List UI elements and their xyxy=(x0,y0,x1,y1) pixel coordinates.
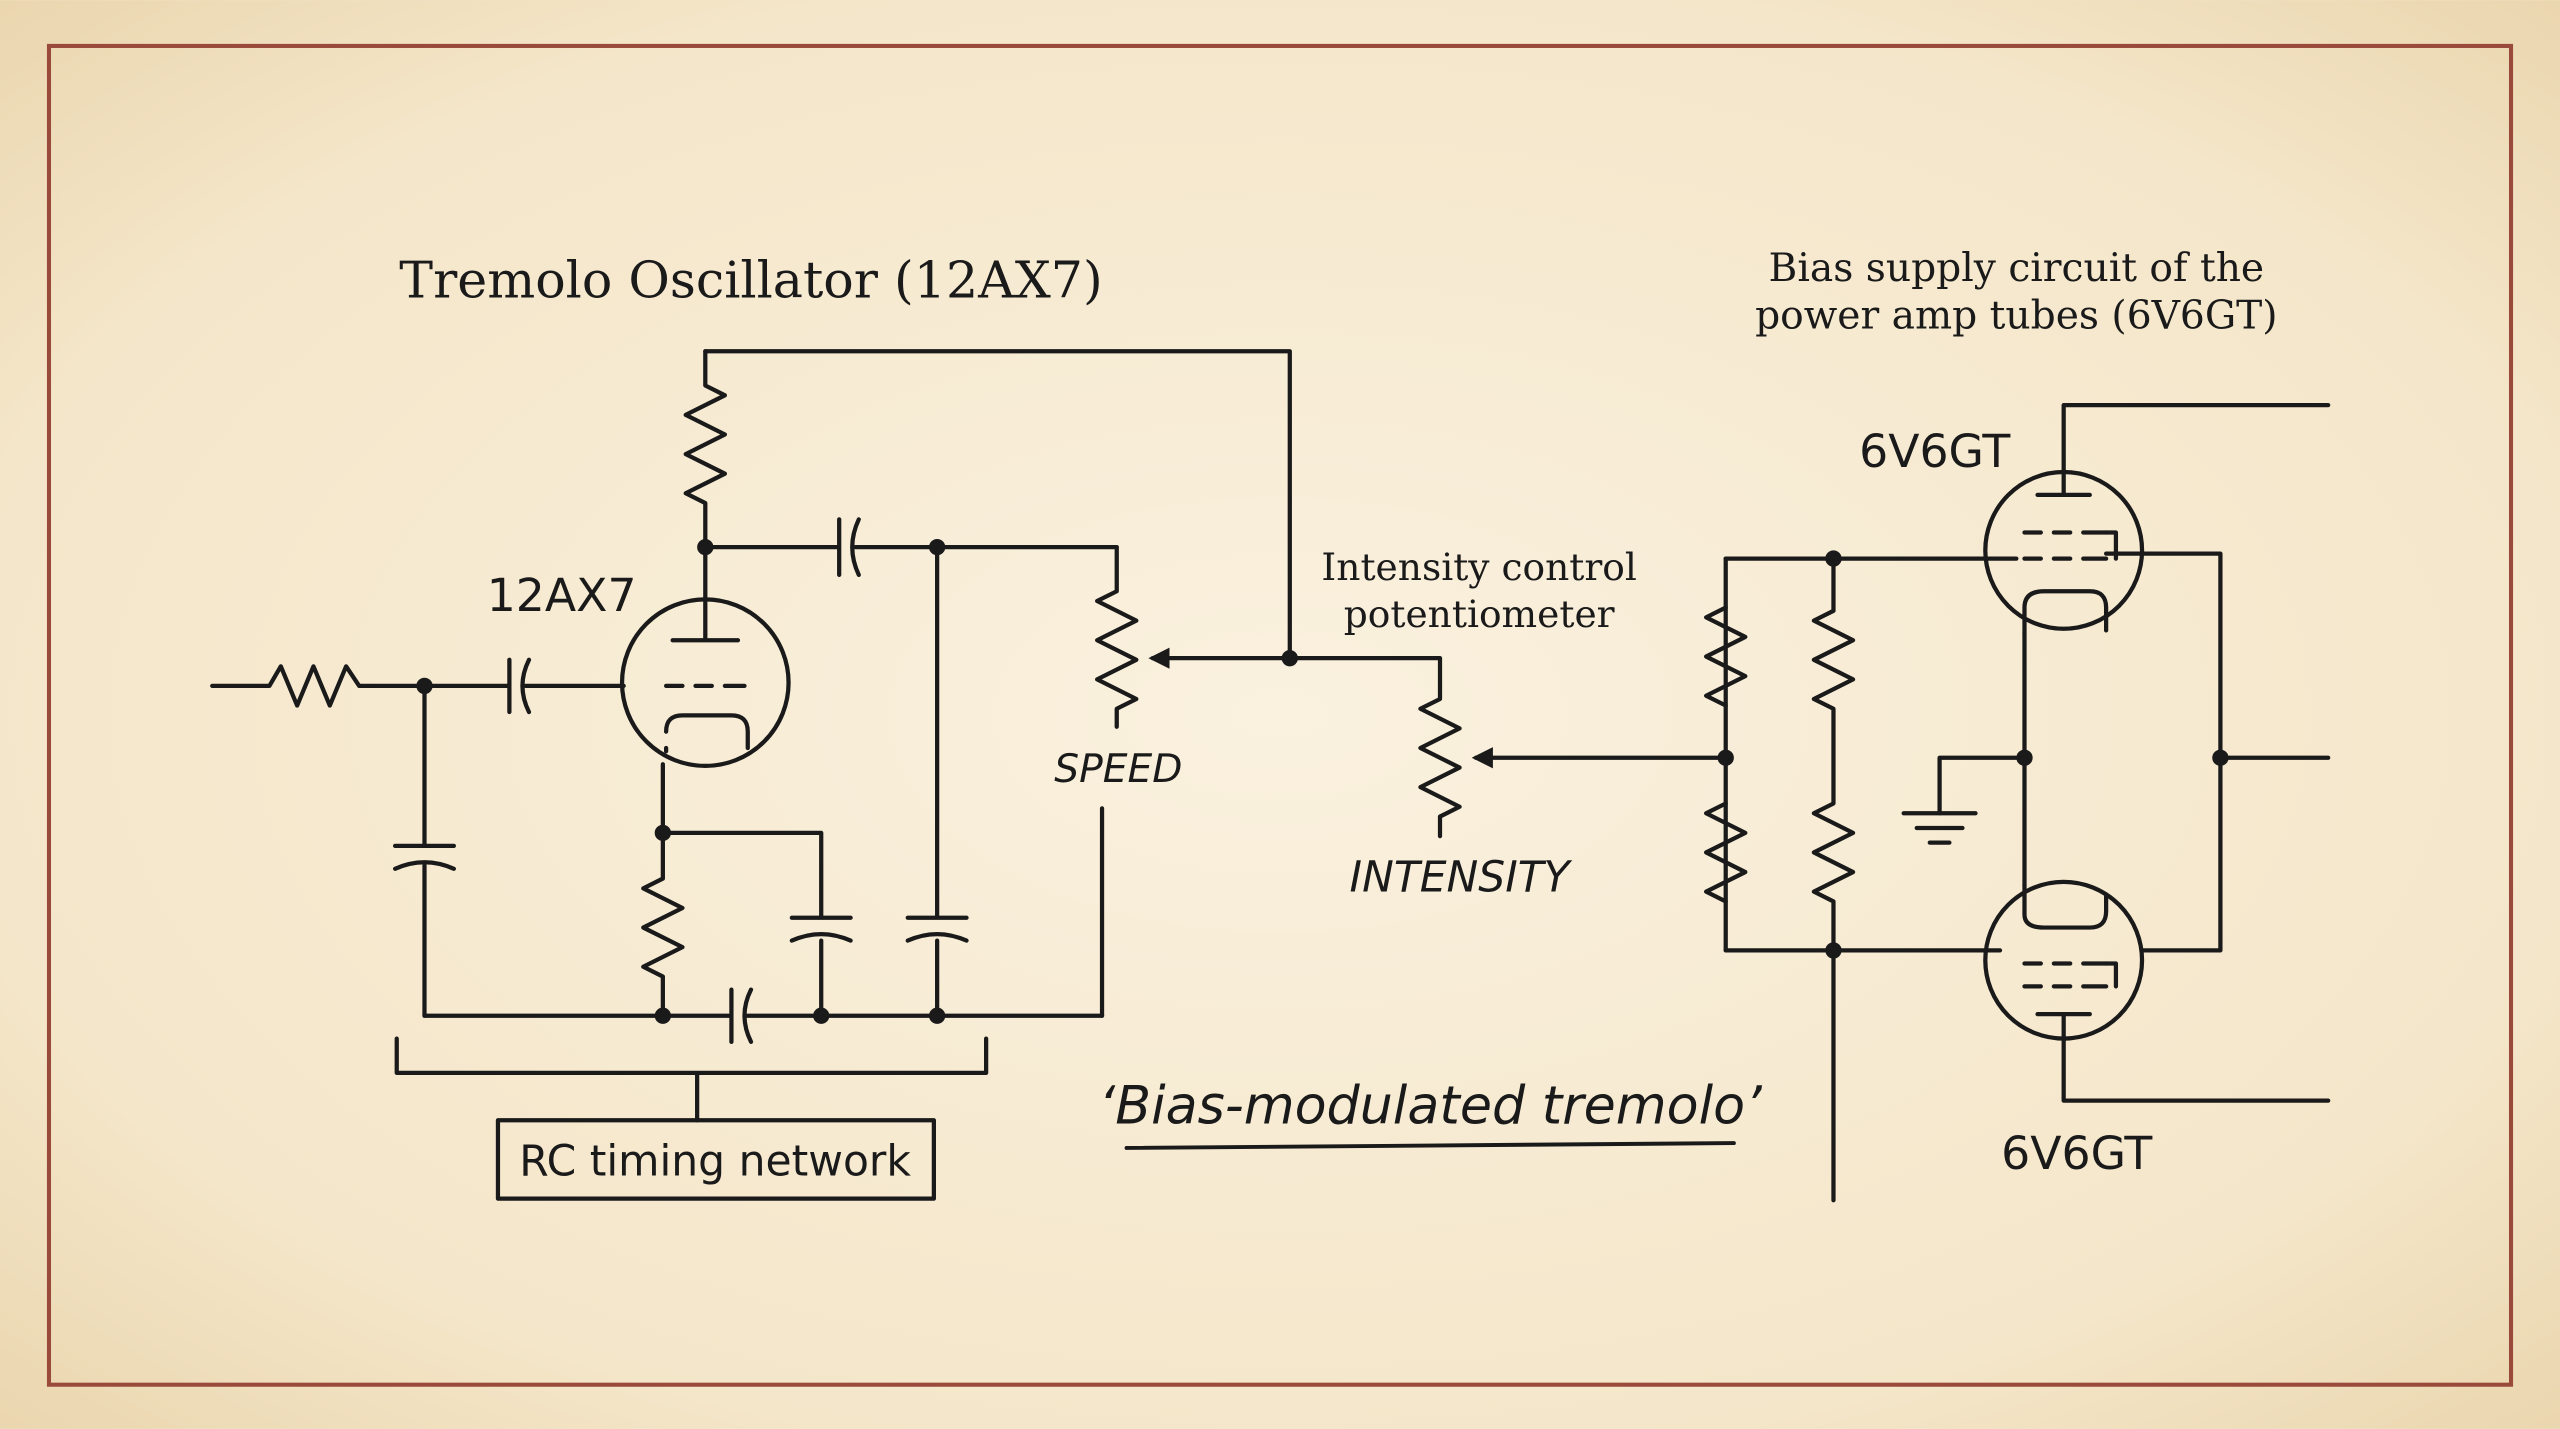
timing-capacitor-left xyxy=(392,683,456,1018)
tube-6v6gt-bottom-plate xyxy=(2035,1011,2331,1103)
tube-6v6gt-bottom-label: 6V6GT xyxy=(2001,1127,2153,1180)
intensity-caption-line2: potentiometer xyxy=(1344,592,1615,636)
tube-12ax7-plate xyxy=(670,545,741,643)
bias-resistor-right-column xyxy=(1811,556,1856,1203)
tagline-underline xyxy=(1124,1141,1736,1150)
page-frame xyxy=(46,43,2514,1387)
tube-6v6gt-bottom-cathode xyxy=(2022,882,2109,930)
tagline: ‘Bias-modulated tremolo’ xyxy=(1099,1076,1762,1136)
junction-dot xyxy=(2016,749,2033,766)
junction-dot xyxy=(928,538,946,556)
tube-6v6gt-bottom-grids xyxy=(2022,961,2109,989)
intensity-caption-line1: Intensity control xyxy=(1321,545,1636,589)
cathode-resistor xyxy=(641,830,685,1018)
junction-dot xyxy=(416,677,433,695)
rc-network-label: RC timing network xyxy=(519,1138,911,1187)
tube-6v6gt-top-grids xyxy=(2022,530,2109,561)
junction-dot xyxy=(928,1007,946,1024)
feedback-wire-top xyxy=(703,349,1292,661)
bias-supply-label-line1: Bias supply circuit of the xyxy=(1769,246,2265,291)
bias-supply-label-line2: power amp tubes (6V6GT) xyxy=(1755,293,2277,338)
junction-dot xyxy=(1281,650,1298,667)
intensity-feed-wire xyxy=(1287,656,1443,689)
tube-12ax7-cathode-lead xyxy=(660,745,669,835)
speed-label: SPEED xyxy=(1054,747,1182,792)
grid-coupling-capacitor xyxy=(422,657,626,715)
intensity-label: INTENSITY xyxy=(1350,854,1573,903)
junction-dots xyxy=(416,538,2229,1024)
diagram-title: Tremolo Oscillator (12AX7) xyxy=(399,250,1102,309)
plate-load-resistor xyxy=(683,349,728,550)
intensity-potentiometer xyxy=(1418,683,1462,839)
tube-6v6gt-bottom-screen xyxy=(2104,961,2119,989)
junction-dot xyxy=(813,1007,830,1024)
plate-coupling-capacitor xyxy=(703,517,1119,578)
input-resistor xyxy=(210,664,427,708)
junction-dot xyxy=(1825,550,1842,567)
tube-6v6gt-top-screen xyxy=(2104,530,2119,561)
tube-6v6gt-top-cathode xyxy=(2022,589,2109,636)
junction-dot xyxy=(2212,749,2229,766)
tube-12ax7-cathode xyxy=(664,713,750,751)
tube-12ax7-label: 12AX7 xyxy=(487,569,637,622)
ground-wire xyxy=(1937,755,2027,816)
bias-resistor-left-lower xyxy=(1704,801,1748,904)
tube-6v6gt-top-plate xyxy=(2035,402,2331,498)
timing-capacitor-middle xyxy=(905,545,969,1018)
junction-dot xyxy=(654,824,672,842)
cathode-bypass-branch xyxy=(660,830,853,1018)
tube-6v6gt-top-label: 6V6GT xyxy=(1859,425,2011,478)
rc-network-label-box xyxy=(495,1118,936,1201)
junction-dot xyxy=(697,538,714,556)
bottom-rail xyxy=(422,987,1105,1044)
ground-symbol xyxy=(1901,811,1978,845)
speed-potentiometer xyxy=(1095,545,1139,729)
junction-dot xyxy=(1717,749,1734,766)
rc-network-bracket xyxy=(394,1036,989,1123)
junction-dot xyxy=(1825,942,1842,959)
bias-resistor-left-upper xyxy=(1704,605,1748,708)
junction-dot xyxy=(654,1007,672,1024)
